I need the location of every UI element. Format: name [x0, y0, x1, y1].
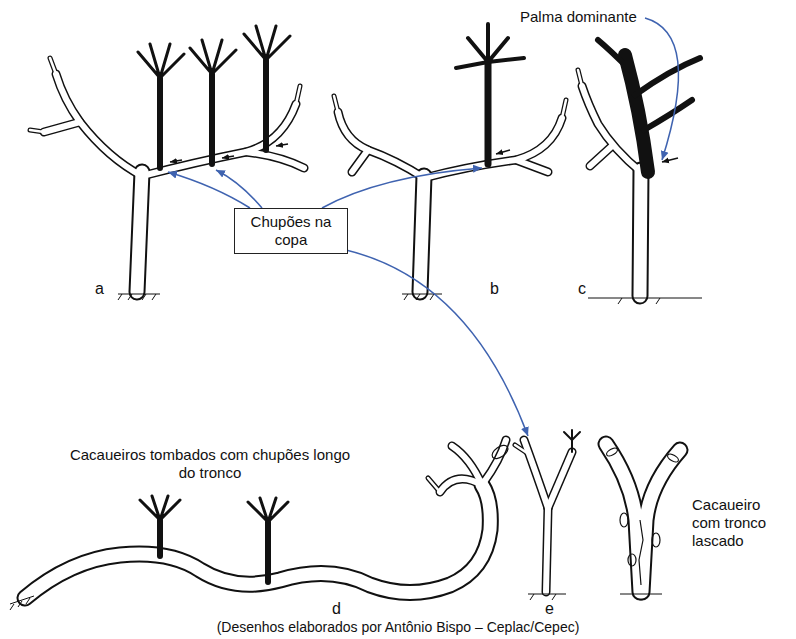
- panel-letter: c: [578, 280, 598, 298]
- figure-caption: (Desenhos elaborados por Antônio Bispo –…: [0, 619, 796, 636]
- callout-box: Chupões na copa: [234, 208, 348, 254]
- panel-letter: e: [545, 600, 565, 618]
- callout-label: Palma dominante: [520, 8, 660, 26]
- tree-outlines: [25, 58, 680, 598]
- water-sprouts: [138, 24, 700, 582]
- panel-letter: d: [332, 600, 352, 618]
- box-text: Chupões na copa: [241, 213, 341, 249]
- cracked-trunk-detail: [605, 446, 679, 585]
- leader-lines: [168, 18, 678, 436]
- panel-title: Cacaueiros tombados com chupões longo do…: [60, 446, 360, 482]
- panel-letter: b: [490, 280, 510, 298]
- panel-letter: a: [95, 280, 115, 298]
- panel-title: Cacaueiro com tronco lascado: [692, 496, 788, 550]
- pointer-arrows: [170, 144, 678, 162]
- leaf: [490, 443, 510, 462]
- ground-marks: [10, 294, 702, 610]
